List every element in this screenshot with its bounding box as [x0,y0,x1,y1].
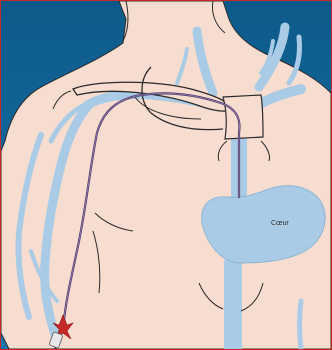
heart-label: Cœur [271,220,290,227]
lower-vein-right [300,301,302,349]
sternum-manubrium [223,95,263,139]
